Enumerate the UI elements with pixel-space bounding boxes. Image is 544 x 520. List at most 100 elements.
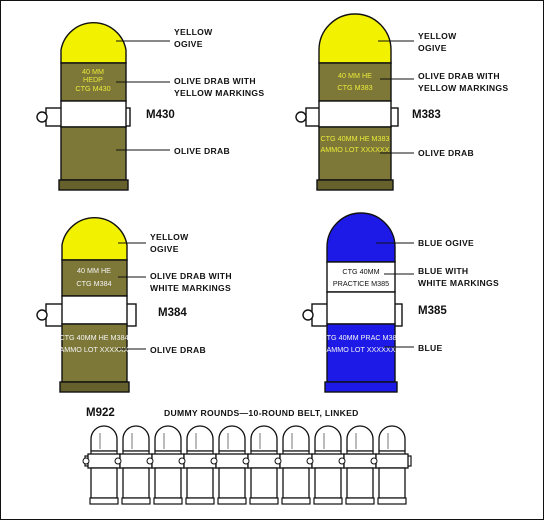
callouts-m430: YELLOW OGIVE OLIVE DRAB WITH YELLOW MARK… (116, 27, 264, 156)
dummy-round (178, 425, 217, 505)
dummy-round-body (250, 467, 278, 499)
label-body-m384: OLIVE DRAB (150, 345, 206, 355)
body-marking-m385-1: CTG 40MM PRAC M385 (321, 333, 400, 342)
model-label-m383: M383 (412, 109, 441, 121)
label-band-m385-1: BLUE WITH (418, 266, 468, 276)
model-label-m430: M430 (146, 109, 175, 121)
body-m383 (318, 126, 392, 181)
label-band-m384-1: OLIVE DRAB WITH (150, 271, 232, 281)
dummy-round-link-pin (210, 457, 218, 465)
round-m385: CTG 40MM PRACTICE M385 CTG 40MM PRAC M38… (302, 212, 403, 393)
band-marking-m384-1: 40 MM HE (77, 266, 111, 275)
link-pin-m385 (302, 309, 314, 321)
dummy-round-ogive (186, 425, 214, 452)
round-m384: 40 MM HE CTG M384 CTG 40MM HE M384 AMMO … (36, 217, 137, 393)
label-band-m384-2: WHITE MARKINGS (150, 283, 231, 293)
body-marking-m384-2: AMMO LOT XXXXXX (60, 345, 129, 354)
dummy-round-base (313, 497, 343, 505)
neck-m384 (61, 295, 128, 325)
band-marking-m430-1: 40 MM (82, 67, 104, 76)
dummy-round-base (217, 497, 247, 505)
dummy-round-body (186, 467, 214, 499)
ogive-m383 (318, 13, 392, 64)
dummy-round-base (153, 497, 183, 505)
dummy-round-ogive (90, 425, 118, 452)
dummy-round-ogive (346, 425, 374, 452)
dummy-round-body (122, 467, 150, 499)
label-band-m430-2: YELLOW MARKINGS (174, 88, 264, 98)
round-m383: 40 MM HE CTG M383 CTG 40MM HE M383 AMMO … (295, 13, 399, 191)
dummy-round-link-pin (178, 457, 186, 465)
body-marking-m383-2: AMMO LOT XXXXXX (321, 145, 390, 154)
dummy-round-ogive (250, 425, 278, 452)
label-ogive-m385-1: BLUE OGIVE (418, 238, 474, 248)
dummy-round-body (154, 467, 182, 499)
dummy-round-belt (82, 425, 412, 505)
label-body-m383: OLIVE DRAB (418, 148, 474, 158)
body-marking-m383-1: CTG 40MM HE M383 (320, 134, 389, 143)
base-m385 (324, 381, 398, 393)
ogive-m385 (326, 212, 396, 263)
dummy-round-base (281, 497, 311, 505)
band-m385 (326, 261, 396, 293)
dummy-round-ogive (314, 425, 342, 452)
neck-m385 (326, 291, 396, 325)
dummy-round-body (314, 467, 342, 499)
label-ogive-m384-1: YELLOW (150, 232, 189, 242)
link-pin-m384 (36, 309, 48, 321)
dummy-round-base (121, 497, 151, 505)
dummy-round-link-pin (146, 457, 154, 465)
band-marking-m383-1: 40 MM HE (338, 71, 372, 80)
label-ogive-m430-2: OGIVE (174, 39, 203, 49)
ogive-m430 (60, 22, 127, 64)
dummy-round (114, 425, 153, 505)
body-m384 (61, 323, 128, 383)
dummy-round-link-pin (274, 457, 282, 465)
label-ogive-m384-2: OGIVE (150, 244, 179, 254)
label-band-m383-2: YELLOW MARKINGS (418, 83, 508, 93)
band-marking-m430-2: HEDP (83, 75, 103, 84)
dummy-round-link-clip (375, 453, 409, 469)
band-marking-m385-2: PRACTICE M385 (333, 279, 389, 288)
base-m384 (59, 381, 130, 393)
link-pin-m383 (295, 111, 307, 123)
dummy-round-body (218, 467, 246, 499)
neck-m430 (60, 100, 127, 128)
neck-m383 (318, 100, 392, 128)
dummy-round-ogive (218, 425, 246, 452)
dummy-round-ogive (282, 425, 310, 452)
dummy-round-body (282, 467, 310, 499)
callouts-m385: BLUE OGIVE BLUE WITH WHITE MARKINGS BLUE (376, 238, 499, 353)
label-band-m385-2: WHITE MARKINGS (418, 278, 499, 288)
ogive-m384 (61, 217, 128, 261)
dummy-round (306, 425, 345, 505)
dummy-round (370, 425, 409, 505)
dummy-round-link-pin (338, 457, 346, 465)
model-label-m384: M384 (158, 307, 187, 319)
dummy-round (338, 425, 377, 505)
band-marking-m385-1: CTG 40MM (342, 267, 379, 276)
dummy-round (274, 425, 313, 505)
dummy-round-link-pin (242, 457, 250, 465)
band-marking-m384-2: CTG M384 (76, 279, 111, 288)
dummy-round-base (89, 497, 119, 505)
band-m383 (318, 62, 392, 102)
dummy-round-body (378, 467, 406, 499)
dummy-round-ogive (378, 425, 406, 452)
dummy-round (146, 425, 185, 505)
dummy-round-body (346, 467, 374, 499)
base-m430 (58, 179, 129, 191)
callouts-m383: YELLOW OGIVE OLIVE DRAB WITH YELLOW MARK… (378, 31, 508, 158)
dummy-round-ogive (154, 425, 182, 452)
dummy-round-base (249, 497, 279, 505)
band-marking-m430-3: CTG M430 (75, 84, 110, 93)
body-marking-m385-2: AMMO LOT XXXXXX (327, 345, 396, 354)
dummy-round-link-pin (114, 457, 122, 465)
model-label-m922: M922 (86, 407, 115, 419)
dummy-round (210, 425, 249, 505)
round-m430: 40 MM HEDP CTG M430 (36, 22, 131, 191)
dummy-round-ogive (122, 425, 150, 452)
label-body-m430: OLIVE DRAB (174, 146, 230, 156)
body-m385 (326, 323, 396, 383)
